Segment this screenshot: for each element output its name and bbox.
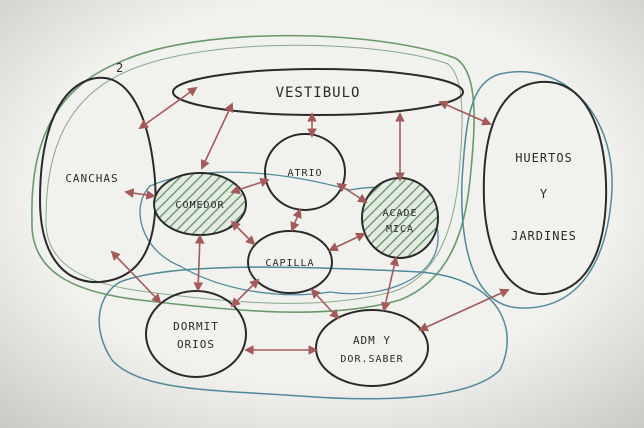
link-academica-adm [381,256,399,312]
node-huertos-label-1: HUERTOS [515,151,573,165]
node-adm-label-2: DOR.SABER [340,354,403,365]
link-vestibulo-comedor [200,102,234,170]
link-capilla-adm [310,288,340,320]
zone-outline-blue-lower [98,266,508,400]
zone-outline-blue-right [461,70,613,309]
node-huertos-label-2: Y [540,187,548,201]
link-canchas-dormitorios [110,250,162,304]
node-huertos [482,80,608,296]
node-atrio-label: ATRIO [287,168,322,179]
node-dormitorios-label-1: DORMIT [173,320,219,333]
link-comedor-atrio [230,177,270,195]
node-dormitorios-label-2: ORIOS [177,338,215,351]
link-comedor-canchas [124,188,156,200]
node-vestibulo-label: VESTIBULO [276,85,361,101]
node-academica-label-1: ACADE [382,208,417,219]
zone-outline-green [31,34,475,313]
zone-label: 2 [116,61,124,75]
link-atrio-capilla [290,208,302,232]
node-atrio [264,133,346,211]
link-atrio-academica [336,182,368,204]
node-canchas-label: CANCHAS [65,172,118,185]
link-comedor-dormitorios [193,234,205,292]
zone-outline-blue-center [139,171,439,296]
node-adm-label-1: ADM Y [353,334,391,347]
node-capilla [247,230,333,294]
node-capilla-label: CAPILLA [265,258,314,269]
node-academica-label-2: MICA [386,224,414,235]
link-capilla-academica [328,232,366,252]
node-comedor-label: COMEDOR [175,200,224,211]
link-vestibulo-huertos [438,100,492,126]
link-adm-huertos [418,288,510,332]
link-vestibulo-canchas [138,86,198,130]
link-comedor-capilla [230,220,256,246]
node-huertos-label-3: JARDINES [511,229,577,243]
link-capilla-dormitorios [230,278,260,308]
